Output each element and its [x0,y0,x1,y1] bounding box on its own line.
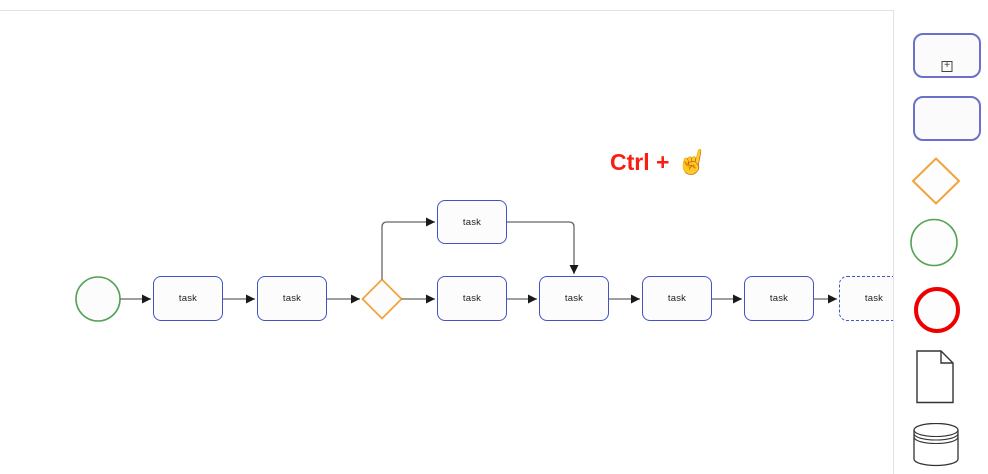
document-icon [916,350,954,404]
palette-item-data-store[interactable] [913,423,961,469]
sequence-flows[interactable] [120,217,837,304]
shortcut-text: Ctrl + [610,149,670,175]
cylinder-icon [913,423,959,467]
gateway-node[interactable] [361,278,403,320]
palette-item-start-event[interactable] [910,218,960,268]
palette-item-gateway[interactable] [911,157,961,205]
cylinder-ring-1 [913,429,959,438]
hand-cursor-icon: ☝ [674,145,712,179]
task-node-3[interactable]: task [437,276,507,321]
start-event-node[interactable] [75,276,121,322]
document-fold-line [940,351,953,364]
end-event-circle-icon [914,287,960,333]
palette-item-subprocess[interactable]: + [913,33,981,78]
diagram-canvas[interactable]: task task task task task task task task … [0,10,894,474]
flow-connectors-layer [75,217,837,322]
palette-item-data-object[interactable] [916,350,956,404]
start-event-circle-icon [910,218,958,267]
task-node-upper[interactable]: task [437,200,507,244]
gateway-diamond-icon [911,157,961,205]
flow-gateway-upper-task[interactable] [381,217,435,280]
task-node-1[interactable]: task [153,276,223,321]
task-node-4[interactable]: task [539,276,609,321]
cylinder-ring-3 [913,436,959,445]
subprocess-plus-icon: + [941,61,953,72]
task-node-5[interactable]: task [642,276,712,321]
palette-item-end-event[interactable] [913,286,963,336]
flow-upper-task-task4[interactable] [507,221,579,274]
shortcut-annotation: Ctrl + ☝ [610,145,712,179]
task-node-6[interactable]: task [744,276,814,321]
palette-item-task[interactable] [913,96,981,141]
task-node-2[interactable]: task [257,276,327,321]
shape-palette: + [894,0,988,474]
task-node-7-dashed[interactable]: task [839,276,893,321]
cylinder-ring-2 [913,433,959,441]
